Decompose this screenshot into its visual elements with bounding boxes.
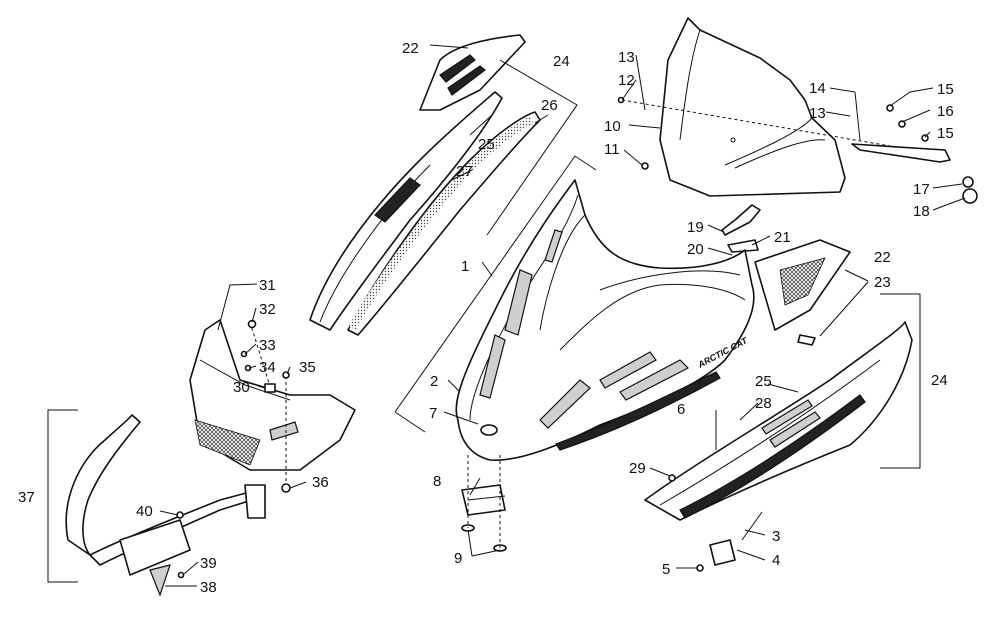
- callout-24b: 24: [931, 372, 948, 389]
- trim-strip-14: [851, 143, 951, 163]
- callout-33: 33: [259, 337, 276, 354]
- group-bracket-24-left: [486, 59, 578, 236]
- group-bracket-37: [47, 409, 78, 583]
- callout-28: 28: [755, 395, 772, 412]
- callout-20: 20: [687, 241, 704, 258]
- callout-12: 12: [618, 72, 635, 89]
- callout-22b: 22: [874, 249, 891, 266]
- washer-11: [641, 162, 649, 170]
- nut-16: [898, 120, 906, 128]
- knob-17: [962, 176, 974, 188]
- callout-37: 37: [18, 489, 35, 506]
- screw-15a: [886, 104, 894, 112]
- callout-23: 23: [874, 274, 891, 291]
- callout-27: 27: [456, 163, 473, 180]
- callout-13b: 13: [809, 105, 826, 122]
- nut-35: [282, 371, 290, 379]
- callout-25: 25: [478, 136, 495, 153]
- front-bumper: [65, 414, 266, 597]
- callout-5: 5: [662, 561, 670, 578]
- callout-2: 2: [430, 373, 438, 390]
- callout-7: 7: [429, 405, 437, 422]
- screw-12: [617, 96, 625, 104]
- bolt-39: [177, 571, 185, 579]
- clip-23: [797, 334, 816, 346]
- callout-3: 3: [772, 528, 780, 545]
- callout-35: 35: [299, 359, 316, 376]
- callout-16: 16: [937, 103, 954, 120]
- callout-19: 19: [687, 219, 704, 236]
- callout-38: 38: [200, 579, 217, 596]
- callout-15: 15: [937, 81, 954, 98]
- rivet-33: [240, 350, 248, 358]
- bracket-4: [709, 539, 736, 566]
- callout-4: 4: [772, 552, 780, 569]
- callout-14: 14: [809, 80, 826, 97]
- callout-11: 11: [604, 141, 620, 158]
- bolt-3: [741, 511, 763, 541]
- callout-labels: 22 24 26 25 27 1 2 7 6 8 9 13 12 10 11 1…: [18, 40, 954, 596]
- group-bracket-1: [394, 155, 597, 413]
- callout-29: 29: [629, 460, 646, 477]
- group-bracket-24-right: [880, 293, 921, 469]
- group-bracket-1b: [394, 411, 426, 433]
- callout-6: 6: [677, 401, 685, 418]
- callout-13: 13: [618, 49, 635, 66]
- clip-30: [264, 383, 276, 393]
- callout-34: 34: [259, 359, 276, 376]
- screw-29: [668, 474, 676, 482]
- leader-lines: [159, 44, 966, 587]
- callout-25b: 25: [755, 373, 772, 390]
- hinge-assembly-8: [461, 455, 507, 552]
- callout-21: 21: [774, 229, 791, 246]
- callout-9: 9: [454, 550, 462, 567]
- callout-17: 17: [913, 181, 930, 198]
- right-air-intake-22: [754, 239, 851, 331]
- callout-39: 39: [200, 555, 217, 572]
- callout-32: 32: [259, 301, 276, 318]
- front-nose-panel: [189, 319, 356, 486]
- left-side-panel: [309, 91, 541, 336]
- left-air-intake-22: [419, 34, 526, 111]
- base-18: [962, 188, 978, 204]
- callout-40: 40: [136, 503, 153, 520]
- callout-22: 22: [402, 40, 419, 57]
- hood: [455, 179, 755, 461]
- callout-24: 24: [553, 53, 570, 70]
- windshield: [659, 17, 846, 197]
- callout-26: 26: [541, 97, 558, 114]
- callout-18: 18: [913, 203, 930, 220]
- callout-10: 10: [604, 118, 621, 135]
- callout-30: 30: [233, 379, 250, 396]
- screw-36: [281, 483, 291, 493]
- screw-15b: [921, 134, 929, 142]
- callout-8: 8: [433, 473, 441, 490]
- right-side-panel: [644, 321, 913, 521]
- callout-36: 36: [312, 474, 329, 491]
- callout-31: 31: [259, 277, 276, 294]
- callout-1: 1: [461, 258, 469, 275]
- callout-15b: 15: [937, 125, 954, 142]
